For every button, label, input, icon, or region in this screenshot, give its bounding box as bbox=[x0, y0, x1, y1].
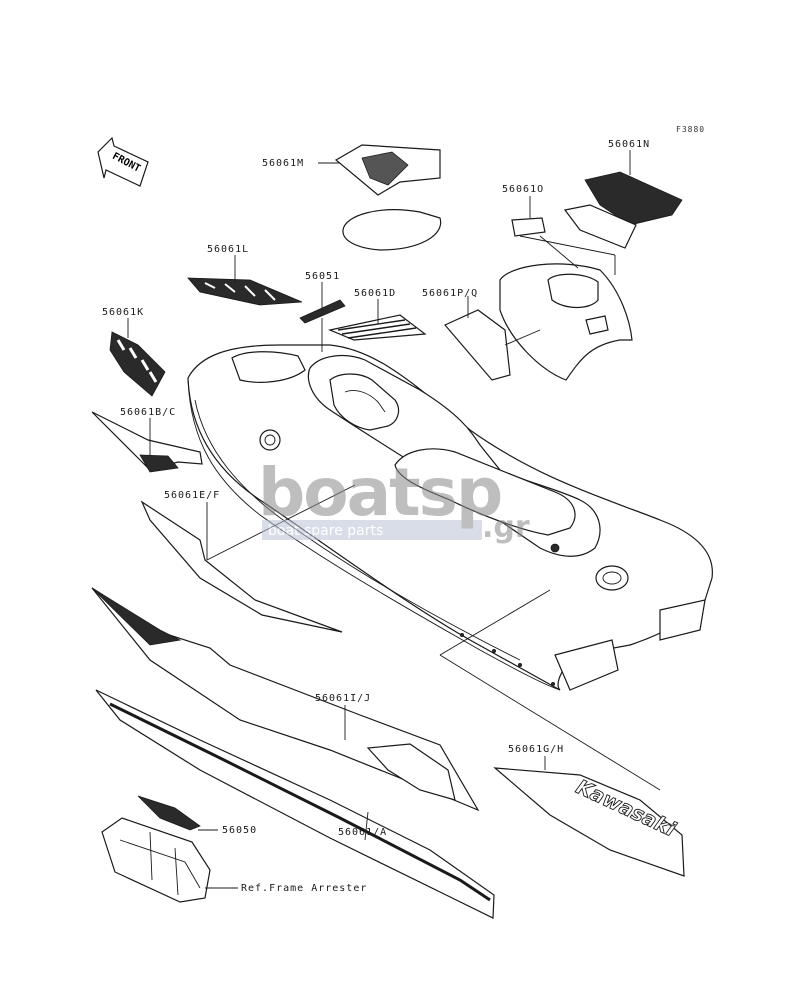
watermark-brand: boatsp bbox=[258, 454, 501, 531]
decal-56061L bbox=[187, 277, 303, 306]
frame-arrester bbox=[101, 817, 211, 903]
decal-56061O bbox=[511, 217, 546, 237]
hull-outline bbox=[187, 344, 713, 691]
callout-56061L: 56061L bbox=[207, 244, 249, 255]
callout-56051: 56051 bbox=[305, 271, 340, 282]
callout-ref-arrester: Ref.Frame Arrester bbox=[241, 883, 367, 894]
figure-code: F3880 bbox=[676, 125, 705, 134]
leader-lines bbox=[127, 150, 661, 889]
decal-56061D bbox=[327, 314, 427, 341]
decal-56061N bbox=[563, 171, 683, 249]
callout-56061A: 56061/A bbox=[338, 827, 387, 838]
decal-56061GH: Kawasaki bbox=[493, 767, 685, 877]
callout-56061M: 56061M bbox=[262, 158, 304, 169]
callout-56061BC: 56061B/C bbox=[120, 407, 176, 418]
callout-56061D: 56061D bbox=[354, 288, 396, 299]
callout-56061K: 56061K bbox=[102, 307, 144, 318]
decal-56061PQ bbox=[444, 309, 511, 381]
decal-56051 bbox=[299, 299, 346, 324]
decal-56061IJ bbox=[91, 587, 480, 812]
callout-56050: 56050 bbox=[222, 825, 257, 836]
watermark: boatsp .gr boat spare parts bbox=[258, 454, 530, 545]
console-cover bbox=[499, 263, 633, 381]
callout-56061IJ: 56061I/J bbox=[315, 693, 371, 704]
decal-56061K bbox=[109, 331, 166, 397]
callout-56061N: 56061N bbox=[608, 139, 650, 150]
decal-56061BC bbox=[91, 411, 203, 473]
decal-56061M bbox=[334, 144, 442, 251]
callout-56061PQ: 56061P/Q bbox=[422, 288, 478, 299]
decal-56061A bbox=[95, 689, 495, 919]
watermark-suffix: .gr bbox=[482, 510, 530, 545]
front-arrow-icon: FRONT bbox=[97, 136, 149, 187]
callout-56061GH: 56061G/H bbox=[508, 744, 564, 755]
callout-56061O: 56061O bbox=[502, 184, 544, 195]
callout-56061EF: 56061E/F bbox=[164, 490, 220, 501]
decal-56050 bbox=[137, 795, 201, 831]
decal-56061EF bbox=[140, 500, 343, 633]
watermark-tagline: boat spare parts bbox=[268, 523, 383, 539]
